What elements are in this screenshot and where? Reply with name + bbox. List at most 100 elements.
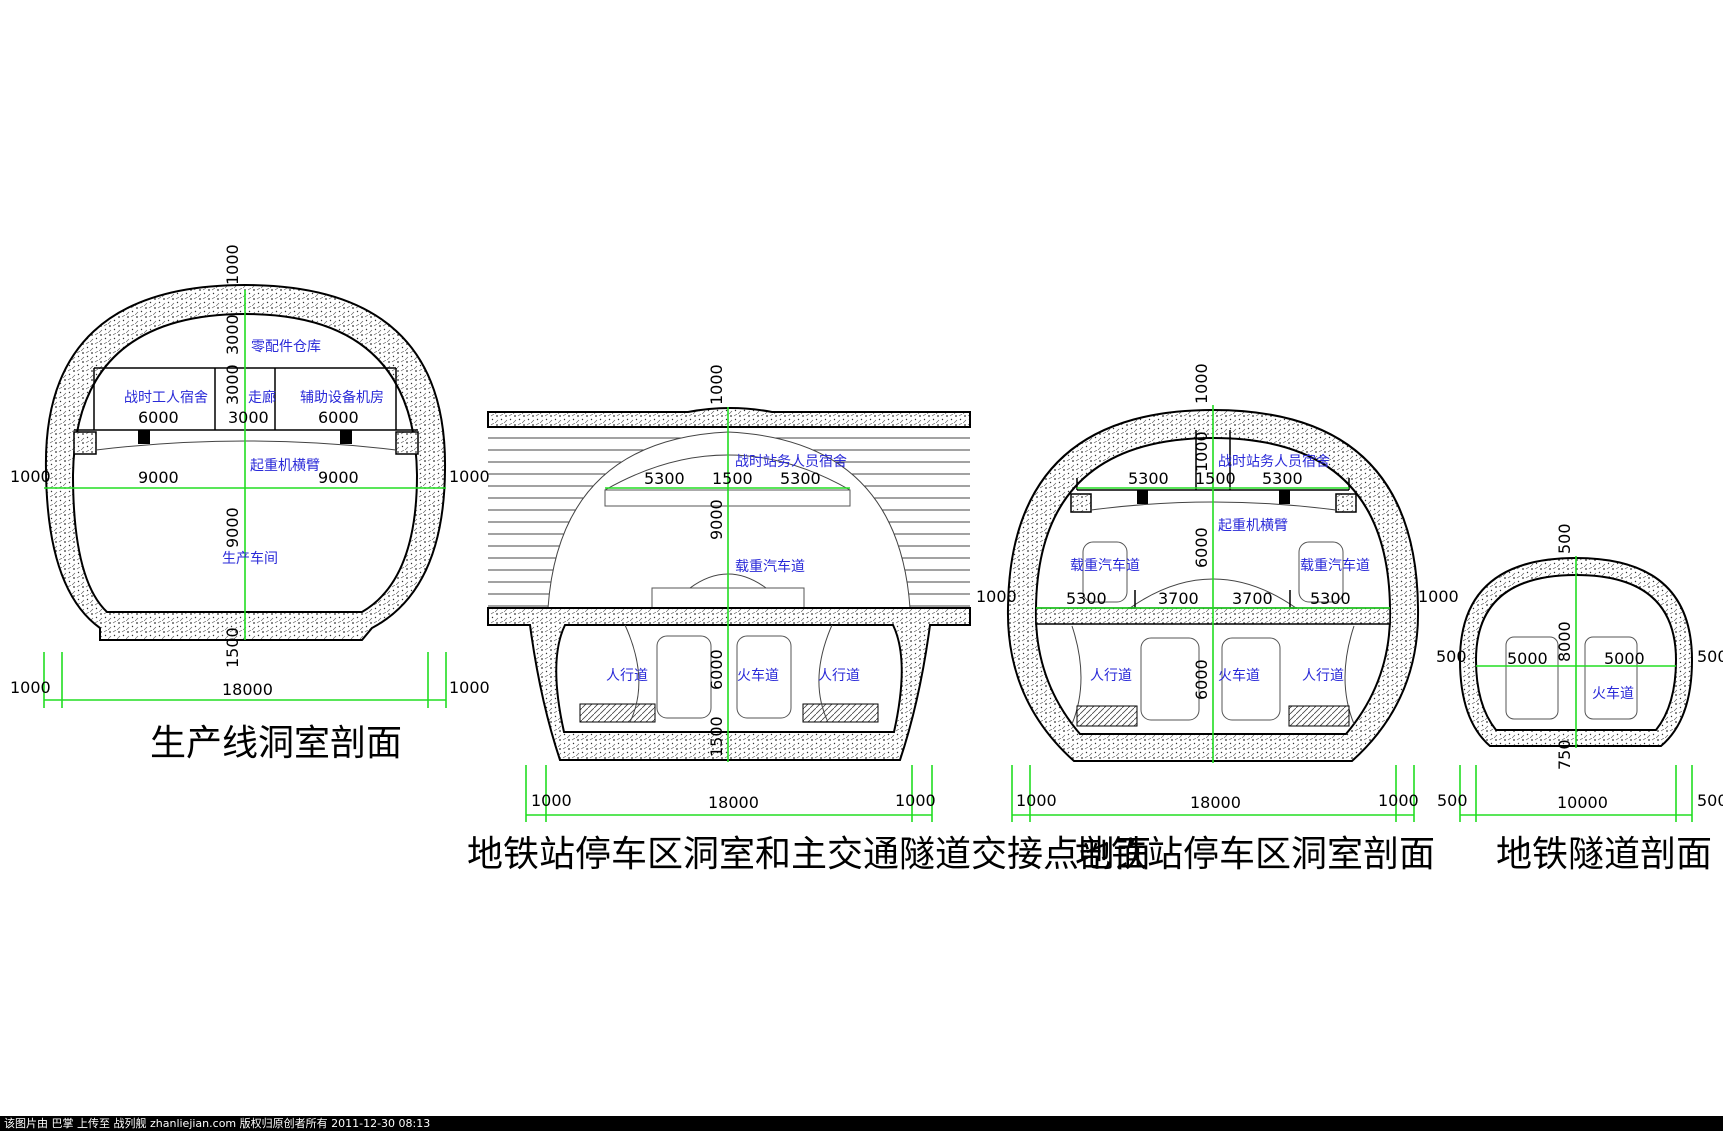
label-rail-track: 火车道 [1218, 667, 1260, 684]
vault-face [547, 431, 911, 609]
track-left [1140, 637, 1200, 721]
crane-corbel-left [1070, 493, 1092, 513]
label-sidewalk-right: 人行道 [818, 668, 860, 684]
dim-half-left: 9000 [138, 468, 179, 487]
room-equipment: 辅助设备机房 [300, 389, 384, 406]
label-truck-road-right: 载重汽车道 [1300, 557, 1370, 574]
dim-bottom-left: 1000 [10, 678, 51, 697]
dim-invert: 750 [1555, 739, 1574, 770]
dim-mid: 3000 [223, 364, 242, 405]
dim-dormitory-height: 1000 [1192, 431, 1211, 472]
dim-right-bay: 5300 [1262, 469, 1303, 488]
dim-crown: 500 [1555, 523, 1574, 554]
label-sidewalk-right: 人行道 [1302, 668, 1344, 684]
room-staff-dormitory: 战时站务人员宿舍 [1218, 453, 1330, 470]
dim-roof: 1000 [707, 364, 726, 405]
track-right [736, 635, 792, 719]
label-crane-arm: 起重机横臂 [250, 458, 320, 474]
dim-lower-height: 6000 [1192, 659, 1211, 700]
footer-text: 该图片由 巴掌 上传至 战列舰 zhanliejian.com 版权归原创者所有… [4, 1117, 431, 1130]
dim-bottom-left: 1000 [1016, 791, 1057, 810]
dim-bottom-right: 1000 [449, 678, 490, 697]
track-left [1505, 636, 1559, 720]
dim-left-bay: 5300 [1128, 469, 1169, 488]
dim-half-right: 5000 [1604, 649, 1645, 668]
dim-crown: 1000 [223, 244, 242, 285]
track-left [656, 635, 712, 719]
dim-lane-right: 5300 [1310, 589, 1351, 608]
section-junction: 战时站务人员宿舍 载重汽车道 人行道 火车道 人行道 1000 5300 150… [467, 364, 1151, 875]
upper-roof-slab [487, 407, 971, 428]
dim-wall-left: 1000 [10, 467, 51, 486]
crane-corbel-left [73, 431, 97, 455]
room-worker-dormitory: 战时工人宿舍 [124, 389, 208, 406]
dim-upper-height: 6000 [1192, 527, 1211, 568]
room-corridor: 走廊 [248, 389, 276, 406]
dim-bottom-right: 1000 [895, 791, 936, 810]
dim-track-right: 3700 [1232, 589, 1273, 608]
section-subway-tunnel: 火车道 500 500 5000 8000 5000 500 750 500 1… [1436, 523, 1723, 875]
platform-right [1288, 705, 1350, 727]
label-crane-arm: 起重机横臂 [1218, 518, 1288, 534]
dim-track-left: 3700 [1158, 589, 1199, 608]
crane-rail-right [340, 430, 352, 444]
section-title: 地铁站停车区洞室剖面 [1075, 834, 1435, 875]
dim-wall-right: 500 [1697, 647, 1723, 666]
section-production-line: 零配件仓库 战时工人宿舍 走廊 辅助设备机房 起重机横臂 生产车间 1000 3… [10, 244, 490, 764]
watermark-footer: 该图片由 巴掌 上传至 战列舰 zhanliejian.com 版权归原创者所有… [0, 1116, 1723, 1131]
dim-upper: 3000 [223, 314, 242, 355]
room-parts-warehouse: 零配件仓库 [251, 339, 321, 355]
dim-right-bay: 5300 [780, 469, 821, 488]
label-truck-road-left: 载重汽车道 [1070, 557, 1140, 574]
dim-invert: 1500 [223, 627, 242, 668]
dim-span: 18000 [1190, 793, 1241, 812]
dim-bottom-right: 1000 [1378, 791, 1419, 810]
label-truck-road: 载重汽车道 [735, 558, 805, 575]
dim-workshop-height: 9000 [223, 507, 242, 548]
dim-center-bay: 1500 [1195, 469, 1236, 488]
crane-corbel-right [1335, 493, 1357, 513]
dim-center-bay: 1500 [712, 469, 753, 488]
dim-vault-height: 9000 [707, 499, 726, 540]
room-staff-dormitory: 战时站务人员宿舍 [735, 453, 847, 470]
section-title: 地铁站停车区洞室和主交通隧道交接点剖面 [467, 834, 1151, 875]
room-workshop: 生产车间 [222, 550, 278, 567]
label-sidewalk-left: 人行道 [1090, 668, 1132, 684]
dim-span: 18000 [708, 793, 759, 812]
dim-half-left: 5000 [1507, 649, 1548, 668]
dim-lower-height: 6000 [707, 649, 726, 690]
section-station-parking: 战时站务人员宿舍 起重机横臂 载重汽车道 载重汽车道 人行道 火车道 人行道 1… [976, 363, 1459, 875]
dim-half-right: 9000 [318, 468, 359, 487]
dim-bottom-left: 500 [1437, 791, 1468, 810]
dim-invert: 1500 [707, 716, 726, 757]
dim-lane-left: 5300 [1066, 589, 1107, 608]
dim-crown: 1000 [1192, 363, 1211, 404]
dim-wall-right: 1000 [1418, 587, 1459, 606]
crane-rail-left [138, 430, 150, 444]
lower-tunnel-lining [487, 607, 971, 761]
dim-wall-left: 500 [1436, 647, 1467, 666]
platform-left [1076, 705, 1138, 727]
platform-left [579, 703, 656, 723]
dim-right-room: 6000 [318, 408, 359, 427]
dim-bottom-right: 500 [1697, 791, 1723, 810]
dim-wall-left: 1000 [976, 587, 1017, 606]
label-sidewalk-left: 人行道 [606, 668, 648, 684]
dim-height: 8000 [1555, 621, 1574, 662]
track-right [1584, 636, 1638, 720]
label-rail-track: 火车道 [1592, 685, 1634, 702]
platform-right [802, 703, 879, 723]
dim-bottom-left: 1000 [531, 791, 572, 810]
dim-corridor: 3000 [228, 408, 269, 427]
dim-wall-right: 1000 [449, 467, 490, 486]
label-rail-track: 火车道 [737, 667, 779, 684]
dim-span: 18000 [222, 680, 273, 699]
section-title: 地铁隧道剖面 [1496, 834, 1712, 875]
dim-left-room: 6000 [138, 408, 179, 427]
crane-corbel-right [395, 431, 419, 455]
section-title: 生产线洞室剖面 [150, 723, 402, 764]
dim-span: 10000 [1557, 793, 1608, 812]
track-right [1221, 637, 1281, 721]
